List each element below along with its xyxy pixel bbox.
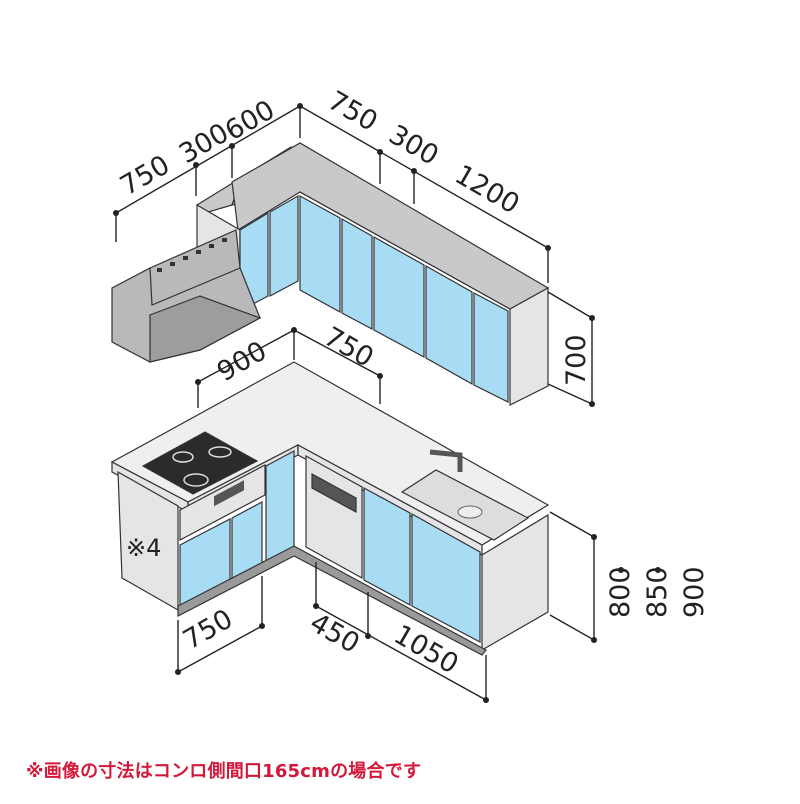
wall-door-right-3 [373,235,425,359]
base-door-right-1 [363,486,411,607]
wall-door-right-5 [473,292,509,403]
burner-2 [172,451,194,463]
sink-drain [457,505,483,519]
burner-1 [183,473,209,487]
wall-cabinet-end-panel [509,286,549,406]
base-top-right-dim: 750 [319,321,379,374]
base-bottom-mid-dim: 450 [305,607,365,660]
footnote: ※画像の寸法はコンロ側間口165cmの場合です [26,761,422,782]
upper-right-dim-1: 750 [323,85,383,138]
burner-3 [208,446,232,458]
wall-cabinets [111,142,550,406]
base-right-end-panel [481,513,549,652]
base-door-right-2 [411,512,481,643]
plinth [177,545,487,656]
side-panel-mark: ※4 [126,534,161,562]
base-height-dim-1: 800 [605,566,636,618]
wall-door-left-2 [269,194,299,298]
base-height-dim-2: 850 [642,566,673,618]
faucet [429,449,463,472]
upper-left-dim-1: 750 [115,149,175,202]
range-hood-front [149,295,262,363]
range-hood-chimney [149,229,241,306]
wall-door-right-1 [299,194,341,314]
cooktop [141,431,259,495]
upper-right-dim-3: 1200 [450,159,525,220]
dishwasher-panel [311,472,357,514]
wall-door-right-2 [341,217,373,330]
upper-right-dim-2: 300 [384,119,444,172]
base-door-left-3 [265,449,295,563]
sink [400,469,530,541]
wall-door-right-4 [425,264,473,386]
base-bottom-right-dim: 1050 [389,619,464,680]
upper-height-dim: 700 [561,334,592,386]
range-hood-vents [157,238,227,272]
base-cabinets [110,361,550,656]
base-height-dim-3: 900 [679,566,710,618]
